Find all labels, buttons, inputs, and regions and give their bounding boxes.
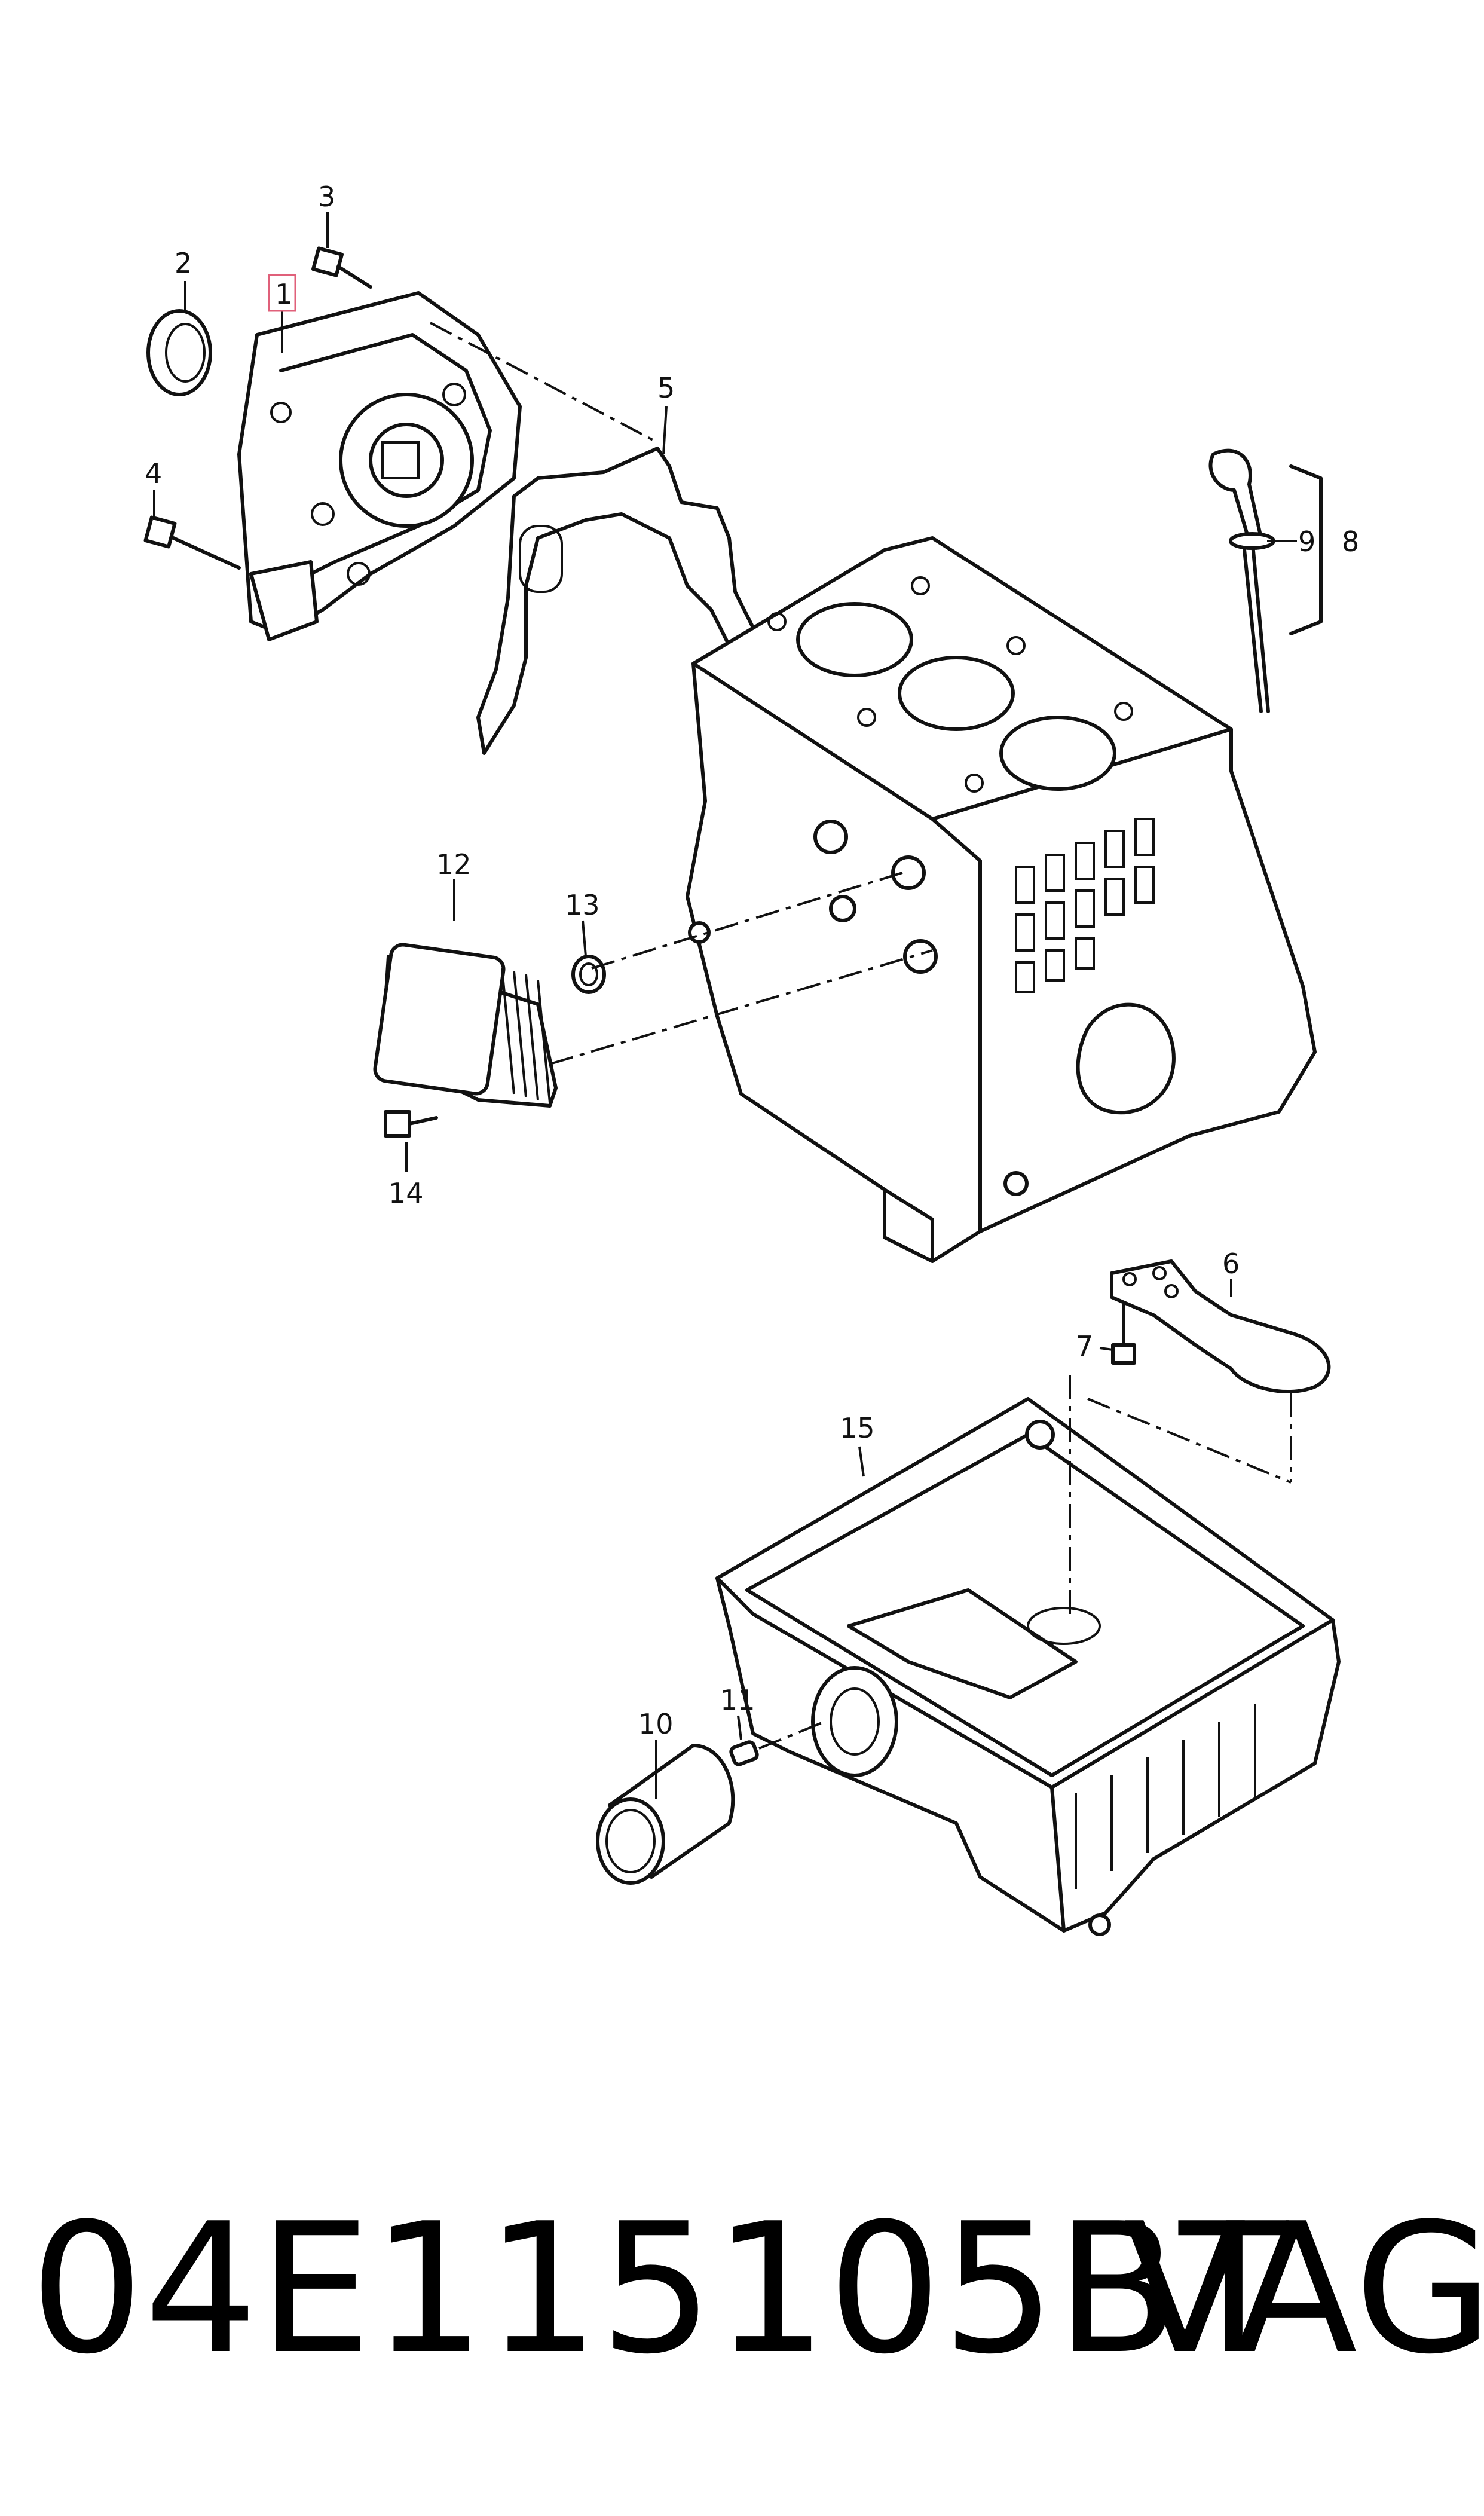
filter-adapter: [729, 1740, 759, 1766]
part-labels: 1 2 3 4 5 6 7 8 9 10 11 12 13 14 15: [145, 181, 1359, 1740]
gasket: [476, 447, 755, 755]
bolt-4: [143, 515, 241, 570]
bolt-3: [311, 246, 372, 289]
engine-block: [686, 536, 1317, 1263]
part-1-highlight-box: [268, 274, 296, 312]
part-label-10: 10: [638, 1708, 674, 1740]
part-label-9: 9: [1298, 525, 1315, 558]
part-label-2: 2: [175, 247, 192, 279]
block-ribs: [1015, 818, 1155, 993]
part-label-8: 8: [1342, 525, 1359, 558]
seal-ring: [146, 309, 212, 396]
assembly-lines: [430, 322, 1292, 1750]
part-label-11: 11: [720, 1684, 755, 1716]
part-label-5: 5: [657, 372, 675, 404]
part-label-6: 6: [1222, 1248, 1240, 1280]
pan-ribs: [1075, 1704, 1256, 1889]
bolt-7: [1111, 1301, 1136, 1365]
part-number-caption: 04E115105BT: [30, 2185, 1289, 2393]
suction-pipe: [1110, 1259, 1331, 1393]
part-label-3: 3: [318, 181, 335, 213]
part-label-14: 14: [388, 1177, 424, 1209]
oil-pan: [715, 1397, 1341, 1936]
dipstick: [1208, 448, 1323, 713]
leader-lines: [153, 212, 1232, 1799]
part-label-1: 1: [275, 278, 292, 310]
part-label-13: 13: [565, 889, 600, 921]
oil-pump: [237, 291, 522, 641]
part-label-4: 4: [145, 457, 162, 490]
exploded-parts-diagram: 1 2 3 4 5 6 7 8 9 10 11 12 13 14 15: [143, 181, 1359, 1936]
oil-filter: [596, 1744, 735, 1885]
o-ring: [571, 955, 606, 994]
bolt-14: [384, 1110, 438, 1138]
part-label-15: 15: [840, 1412, 875, 1444]
brand-caption: VAG: [1124, 2185, 1484, 2393]
part-label-12: 12: [436, 848, 472, 881]
oil-cooler: [373, 943, 558, 1108]
part-label-7: 7: [1076, 1330, 1093, 1362]
